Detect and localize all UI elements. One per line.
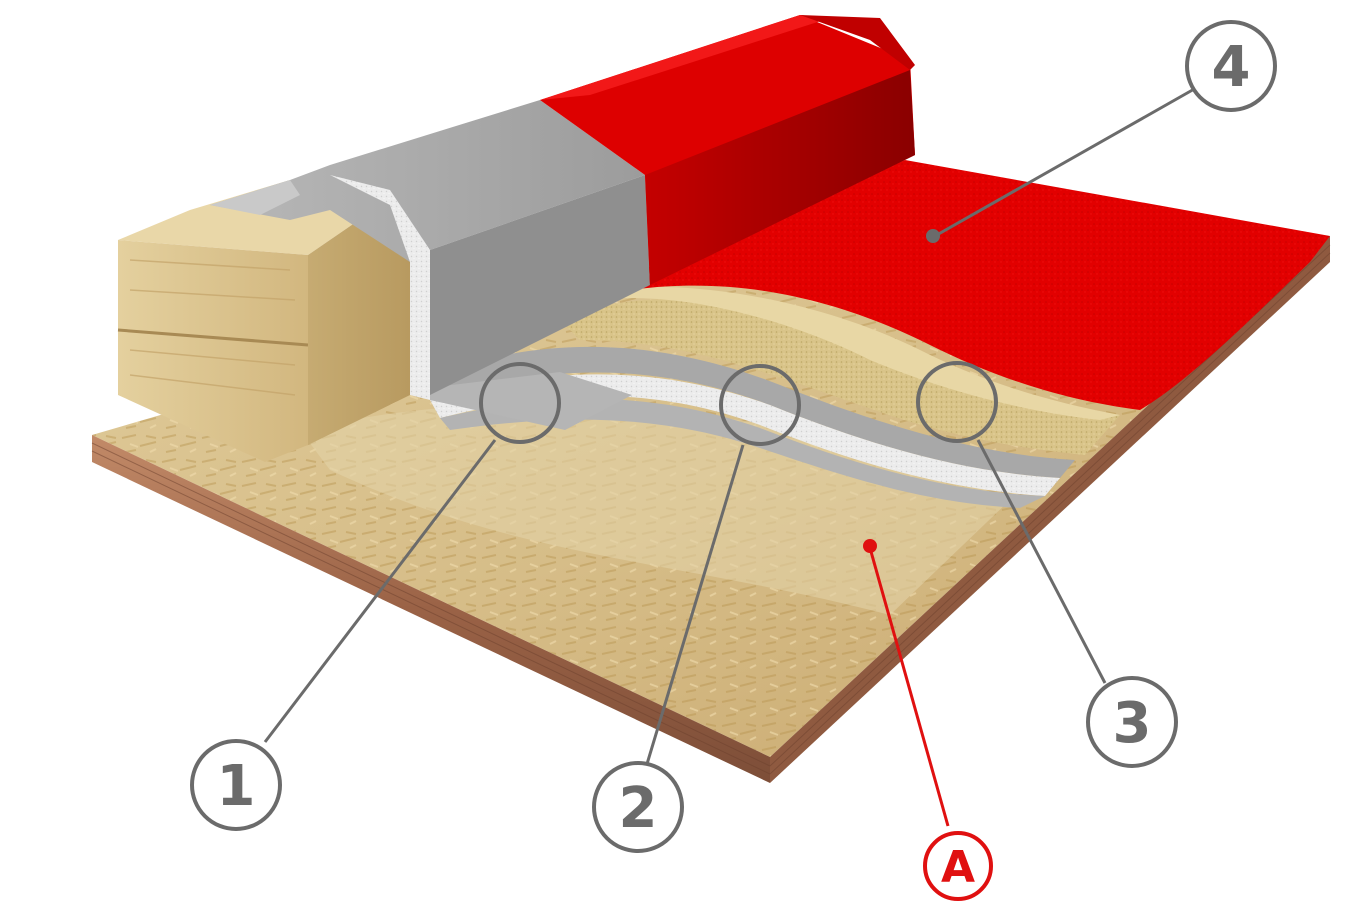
callout-label-2: 2 — [619, 776, 658, 841]
callout-label-1: 1 — [217, 754, 256, 819]
callout-label-4: 4 — [1212, 35, 1251, 100]
adhesive-layer — [560, 298, 1120, 455]
callout-badge-1: 1 — [190, 739, 282, 831]
detail-circle-1 — [479, 362, 561, 444]
leader-dot-A — [863, 539, 877, 553]
leader-line-4 — [934, 86, 1197, 238]
red-membrane-upstand — [540, 15, 915, 285]
detail-circles — [479, 361, 998, 446]
callout-badge-2: 2 — [592, 761, 684, 853]
adhesive-layer-top — [600, 286, 1120, 420]
leader-line-2 — [645, 444, 745, 765]
leader-dot-4 — [926, 229, 940, 243]
detail-circle-2 — [719, 364, 801, 446]
tape-flap — [410, 372, 632, 430]
detail-circle-3 — [916, 361, 998, 443]
callout-badge-4: 4 — [1185, 20, 1277, 112]
upstand-tape — [210, 100, 650, 400]
callout-label-3: 3 — [1113, 691, 1152, 756]
callout-badge-3: 3 — [1086, 676, 1178, 768]
leader-line-A — [868, 547, 950, 827]
fleece-layer — [430, 374, 1060, 496]
tape-lower-layer — [440, 398, 1045, 508]
callout-label-A: A — [941, 842, 975, 893]
leader-line-1 — [263, 439, 497, 743]
red-membrane-flat — [630, 160, 1330, 410]
leader-lines — [263, 86, 1197, 827]
tape-layer — [420, 346, 1075, 478]
leader-line-3 — [976, 439, 1107, 684]
board-front-edge — [92, 435, 770, 783]
callout-badge-A: A — [923, 831, 993, 901]
